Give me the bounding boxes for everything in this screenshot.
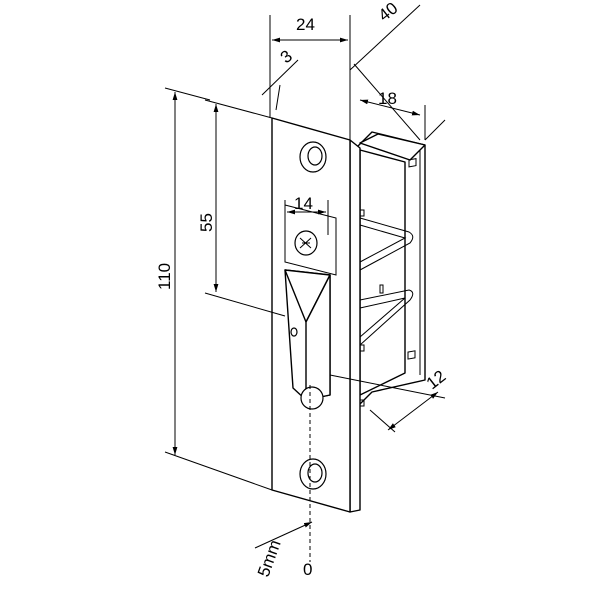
dim-zero-mark-label: 0 (303, 560, 312, 579)
dim-plate-height: 110 (155, 87, 273, 491)
screw-hole-top (299, 141, 327, 173)
dim-plate-width: 24 (269, 15, 351, 140)
latch-bolt (284, 204, 337, 410)
dim-box-depth-label: 18 (378, 89, 397, 108)
dim-box-depth: 18 (359, 89, 426, 140)
dim-latch-width-label: 14 (294, 194, 313, 213)
dim-plate-height-label: 110 (155, 263, 174, 290)
dim-half-height: 55 (197, 99, 286, 317)
adjustment-screw (294, 230, 318, 256)
dim-edge-offset-label: 3 (277, 46, 296, 67)
dim-plate-width-label: 24 (296, 15, 315, 34)
dim-total-depth: 40 (349, 0, 446, 141)
screw-hole-bottom (299, 458, 327, 490)
dim-total-depth-label: 40 (375, 0, 402, 25)
dim-adjust-range-label: 5mm (254, 537, 285, 579)
dim-edge-offset: 3 (261, 46, 299, 111)
keeper-box (353, 131, 426, 411)
dim-half-height-label: 55 (197, 213, 216, 232)
dim-box-offset-label: 12 (423, 367, 450, 394)
dim-adjust-range: 5mm 0 (254, 521, 312, 579)
dim-latch-width: 14 (284, 194, 329, 235)
